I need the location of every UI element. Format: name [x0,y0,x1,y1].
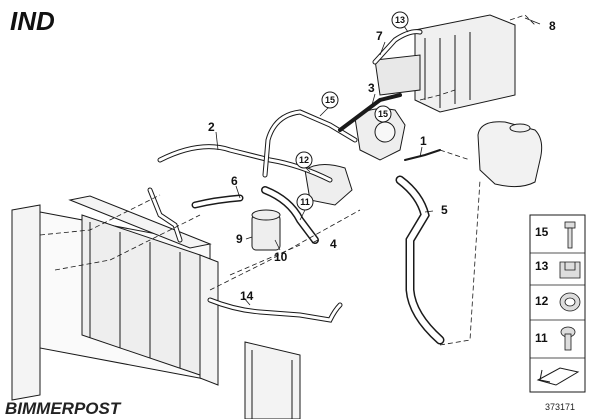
radiator [11,195,219,401]
callout-1: 1 [420,134,427,148]
aux-water-pump [251,209,281,251]
callouts: 1 2 3 4 5 6 7 8 9 10 11 12 13 14 15 15 [208,11,556,303]
callout-15a: 15 [325,95,335,105]
callout-2: 2 [208,120,215,134]
callout-13: 13 [395,15,405,25]
clip-icon [559,261,581,279]
bimmerpost-watermark: BIMMERPOST [5,399,122,418]
hose-clamp-icon [560,326,576,351]
callout-7: 7 [376,29,383,43]
callout-5: 5 [441,203,448,217]
diagram-id: 373171 [545,402,575,412]
legend-number-12: 12 [535,294,549,308]
parts-legend: 15 13 12 11 [529,214,586,393]
arrow-icon [536,367,580,386]
watermark-text: BIMMERPOST [5,399,122,418]
callout-3: 3 [368,81,375,95]
callout-8: 8 [549,19,556,33]
legend-number-15: 15 [535,225,549,239]
callout-6: 6 [231,174,238,188]
callout-14: 14 [240,289,254,303]
expansion-tank [477,121,543,188]
logo-text: IND [10,6,55,36]
fan-shroud [244,341,301,419]
legend-number-11: 11 [535,331,548,345]
callout-9: 9 [236,232,243,246]
callout-leaders [215,17,541,306]
callout-12: 12 [299,155,309,165]
bolt-icon [564,221,576,249]
brand-logo: IND [8,6,108,36]
legend-number-13: 13 [535,259,549,273]
callout-4: 4 [330,237,337,251]
clamp-icon [559,292,581,312]
leader-lines [39,14,536,346]
intercooler [374,14,516,113]
callout-15b: 15 [378,109,388,119]
callout-11: 11 [300,197,310,207]
callout-10: 10 [274,250,288,264]
hoses [147,29,445,345]
